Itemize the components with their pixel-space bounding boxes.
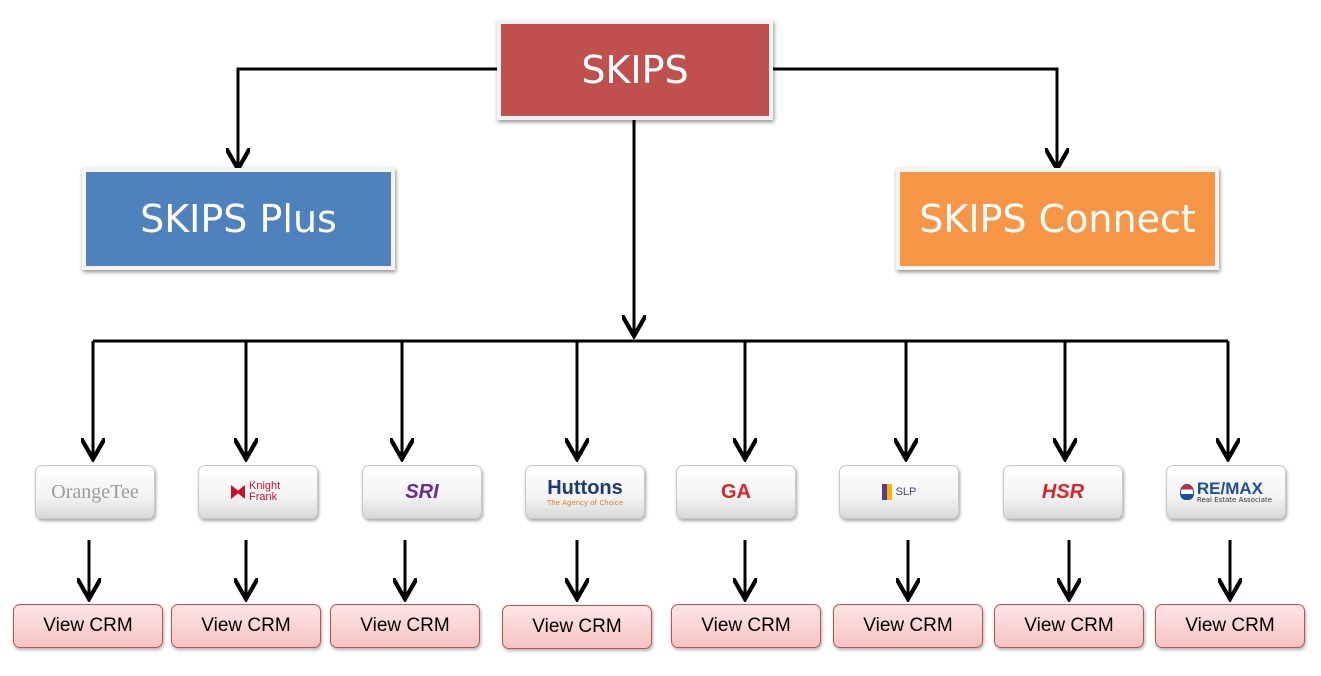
view-crm-button-ga[interactable]: View CRM bbox=[671, 604, 821, 648]
remax-balloon-icon bbox=[1179, 484, 1194, 500]
ga-logo-text: GA bbox=[721, 480, 751, 503]
remax-logo-text: RE/MAX bbox=[1196, 479, 1264, 498]
agency-logo-huttons: Huttons The Agency of Choice bbox=[525, 465, 645, 519]
sri-logo-text: SRI bbox=[405, 480, 439, 503]
view-crm-button-sri[interactable]: View CRM bbox=[330, 604, 480, 648]
view-crm-label: View CRM bbox=[863, 615, 953, 636]
view-crm-button-remax[interactable]: View CRM bbox=[1155, 604, 1305, 648]
slp-logo-text: SLP bbox=[895, 486, 917, 498]
view-crm-button-hsr[interactable]: View CRM bbox=[994, 604, 1144, 648]
agency-logo-knight-frank: Knight Frank bbox=[198, 465, 318, 519]
branch-node-skips-plus: SKIPS Plus bbox=[82, 168, 395, 270]
knight-frank-logo-icon bbox=[231, 485, 245, 499]
knight-frank-logo-text: Knight Frank bbox=[249, 480, 281, 503]
agency-logo-ga: GA bbox=[676, 465, 796, 519]
connector-root-to-connect bbox=[773, 67, 1057, 166]
branch-node-skips-connect: SKIPS Connect bbox=[896, 168, 1219, 270]
agency-logo-remax: RE/MAX Real Estate Associate bbox=[1166, 465, 1286, 519]
view-crm-button-huttons[interactable]: View CRM bbox=[502, 605, 652, 649]
agency-logo-hsr: HSR bbox=[1003, 465, 1123, 519]
view-crm-button-knight-frank[interactable]: View CRM bbox=[171, 604, 321, 648]
view-crm-label: View CRM bbox=[701, 615, 791, 636]
view-crm-label: View CRM bbox=[1185, 615, 1275, 636]
root-node-label: SKIPS bbox=[581, 48, 689, 92]
view-crm-label: View CRM bbox=[360, 615, 450, 636]
slp-logo-icon bbox=[881, 484, 892, 500]
hsr-logo-text: HSR bbox=[1041, 480, 1085, 503]
view-crm-label: View CRM bbox=[1024, 615, 1114, 636]
view-crm-button-orangetee[interactable]: View CRM bbox=[13, 604, 163, 648]
crm-drop-lines bbox=[89, 540, 1230, 596]
huttons-logo-text: Huttons bbox=[547, 476, 623, 499]
agency-drop-lines bbox=[93, 341, 1228, 456]
huttons-logo-tagline: The Agency of Choice bbox=[546, 498, 624, 507]
root-node-skips: SKIPS bbox=[497, 20, 773, 120]
view-crm-label: View CRM bbox=[532, 616, 622, 637]
agency-logo-orangetee: OrangeTee bbox=[35, 465, 155, 519]
view-crm-label: View CRM bbox=[201, 615, 291, 636]
view-crm-button-slp[interactable]: View CRM bbox=[833, 604, 983, 648]
branch-node-label: SKIPS Plus bbox=[140, 197, 337, 241]
branch-node-label: SKIPS Connect bbox=[919, 197, 1196, 241]
remax-logo-tagline: Real Estate Associate bbox=[1196, 496, 1273, 504]
view-crm-label: View CRM bbox=[43, 615, 133, 636]
connector-root-to-plus bbox=[238, 67, 497, 166]
agency-logo-sri: SRI bbox=[362, 465, 482, 519]
orangetee-logo-text: OrangeTee bbox=[51, 480, 139, 503]
agency-logo-slp: SLP bbox=[839, 465, 959, 519]
